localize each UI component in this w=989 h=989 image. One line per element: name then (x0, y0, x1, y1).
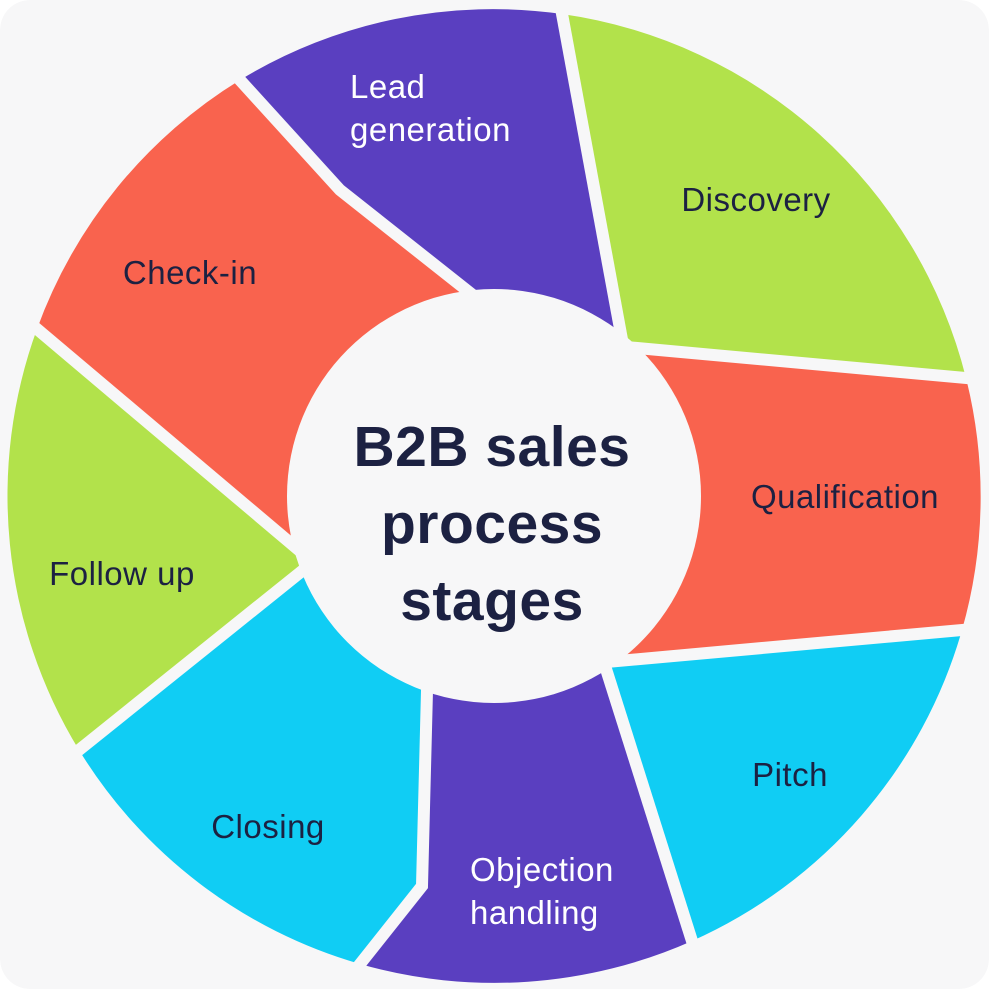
segment-label-check-in: Check-in (123, 254, 257, 291)
segment-discovery (562, 14, 966, 378)
title-line-3: stages (400, 569, 584, 633)
segment-lead-generation (240, 9, 621, 334)
center-circle (287, 289, 701, 703)
title-line-1: B2B sales (353, 415, 630, 479)
segment-label-pitch: Pitch (752, 756, 828, 793)
segment-check-in (37, 80, 469, 546)
divider-gap-4 (594, 648, 704, 962)
divider-gap-1 (553, 0, 631, 355)
divider-gap-3 (597, 622, 983, 669)
segment-qualification (618, 348, 981, 661)
divider-gap-6 (59, 553, 322, 768)
segment-label-qualification: Qualification (751, 478, 939, 515)
wheel-segments (7, 9, 981, 983)
segment-follow-up (7, 329, 303, 750)
segment-label-lead-generation-line-1: Lead (350, 68, 425, 105)
divider-gap-5 (342, 670, 434, 984)
segment-label-closing: Closing (211, 808, 325, 845)
segment-label-follow-up: Follow up (49, 555, 195, 592)
segment-label-objection-handling-line-2: handling (470, 894, 599, 931)
diagram-title: B2B sales process stages (353, 415, 630, 633)
divider-gap-8 (222, 61, 489, 310)
segment-objection-handling (360, 669, 692, 983)
segment-dividers (17, 0, 987, 984)
title-line-2: process (381, 492, 603, 556)
segment-label-objection-handling-line-1: Objection (470, 851, 614, 888)
segment-labels: Lead generationDiscoveryQualificationPitc… (49, 68, 939, 931)
divider-gap-7 (17, 311, 314, 564)
divider-gap-2 (616, 340, 987, 386)
segment-pitch (606, 630, 962, 941)
segment-label-lead-generation-line-2: generation (350, 111, 511, 148)
segment-closing (79, 571, 427, 964)
segment-label-discovery: Discovery (681, 181, 830, 218)
